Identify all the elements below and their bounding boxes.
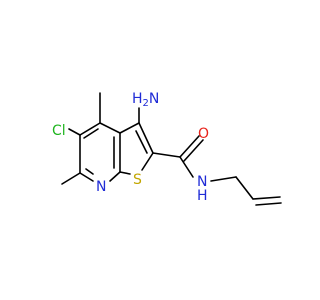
bond-c5-cl: [68, 128, 81, 136]
bond-n-ch2: [210, 176, 237, 182]
bond-n7-c7a: [109, 171, 121, 182]
bonds: [61, 92, 282, 206]
bond-c4-c5-inner: [83, 128, 99, 139]
bond-c6-n7-inner: [85, 168, 94, 175]
oxygen-label: O: [198, 126, 209, 142]
bond-carbonyl-o: [179, 135, 200, 158]
bond-c3-c2-inner: [135, 130, 148, 154]
atom-labels: H2N Cl O N S N H: [52, 91, 209, 204]
bond-ch2-ch: [235, 176, 254, 200]
background: [0, 0, 300, 300]
bond-ch-ch2: [252, 196, 281, 200]
bond-c4-c3a: [99, 122, 121, 134]
ring-nitrogen-label: N: [96, 179, 106, 195]
bond-c3-c2: [138, 122, 154, 154]
bond-ch-ch2-inner: [255, 202, 282, 206]
bond-s-c7a: [119, 171, 131, 175]
sulfur-label: S: [133, 172, 142, 188]
chlorine-label: Cl: [52, 123, 66, 139]
bond-c6-n7: [79, 172, 94, 182]
bond-c4-c5: [79, 122, 101, 136]
bond-c6-methyl: [61, 172, 81, 185]
bond-c2-s: [141, 152, 154, 171]
bond-carbonyl-n: [179, 156, 194, 178]
molecule-structure: H2N Cl O N S N H: [0, 0, 300, 300]
amide-nitrogen-label: N: [197, 174, 207, 190]
amino-label: H2N: [132, 91, 159, 109]
amide-hydrogen-label: H: [197, 188, 208, 204]
bond-c2-carbonyl: [152, 152, 181, 158]
bond-carbonyl-o-inner: [183, 139, 204, 162]
bond-c3a-c3: [119, 122, 140, 134]
